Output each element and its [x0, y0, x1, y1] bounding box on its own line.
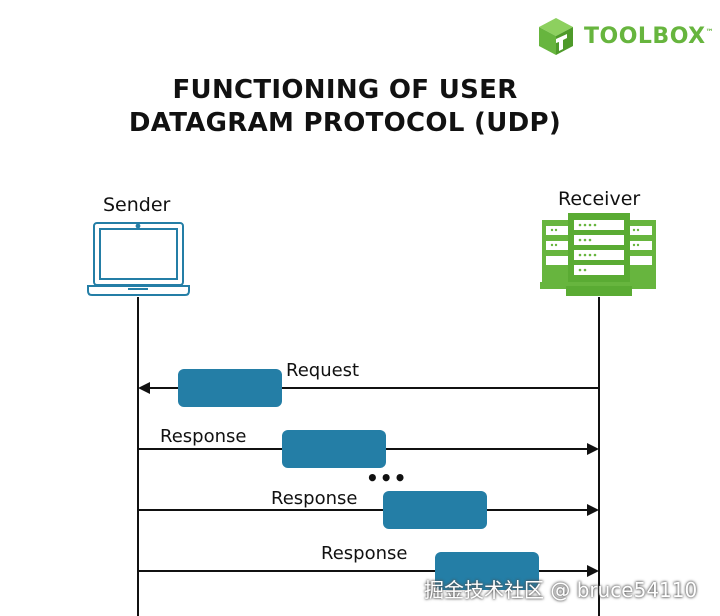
brand-logo: TOOLBOX™	[536, 16, 714, 56]
response-packet-1	[282, 430, 386, 468]
response-packet-3	[435, 552, 539, 590]
title-line-1: FUNCTIONING OF USER	[172, 75, 518, 105]
title-line-2: DATAGRAM PROTOCOL (UDP)	[128, 108, 562, 138]
response-arrow-2	[138, 504, 599, 516]
response-label-3: Response	[321, 543, 408, 564]
watermark: 掘金技术社区 @ bruce54110	[424, 578, 698, 602]
laptop-icon	[87, 222, 190, 296]
response-packet-2	[383, 491, 487, 529]
request-packet	[178, 369, 282, 407]
toolbox-cube-icon	[539, 18, 573, 55]
request-label: Request	[286, 360, 360, 381]
sender-label: Sender	[103, 194, 171, 216]
brand-name: TOOLBOX™	[584, 23, 715, 49]
receiver-label: Receiver	[558, 188, 641, 210]
diagram-title: FUNCTIONING OF USER DATAGRAM PROTOCOL (U…	[0, 74, 690, 140]
server-rack-icon	[540, 213, 656, 296]
response-label-1: Response	[160, 426, 247, 447]
continuation-dots: •••	[366, 466, 408, 490]
response-label-2: Response	[271, 488, 358, 509]
